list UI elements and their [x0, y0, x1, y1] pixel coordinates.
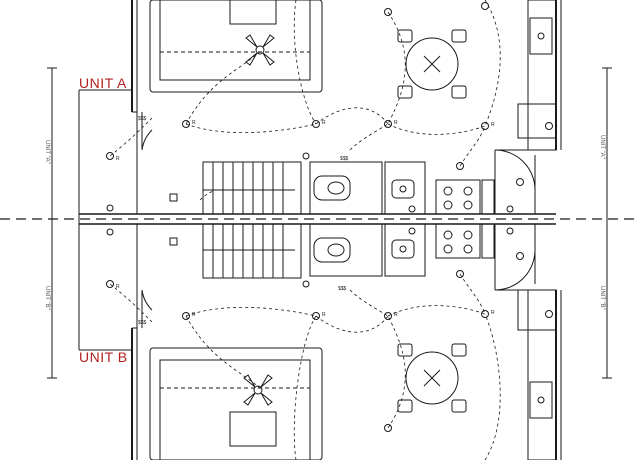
circuit-arcs-unit-b [109, 273, 501, 460]
svg-text:R: R [116, 156, 120, 162]
dim-label-right-top: UNIT "A" [599, 135, 605, 159]
kitchen-counter-unit-b [495, 289, 557, 460]
closet-unit-b [136, 224, 153, 328]
bath-unit-a [309, 161, 426, 215]
detectors [169, 193, 178, 246]
circuit-arcs-unit-a [109, 0, 501, 201]
svg-text:R: R [116, 284, 120, 290]
door-swing-unit-a [494, 149, 536, 214]
bath-unit-b [309, 223, 426, 277]
dining-table-unit-b [397, 343, 467, 413]
dim-label-right-bottom: UNIT "B" [599, 286, 605, 310]
svg-text:R: R [394, 312, 398, 318]
svg-text:$$$: $$$ [138, 116, 147, 122]
svg-text:R: R [192, 120, 196, 126]
dim-label-left-top: UNIT "A" [44, 140, 50, 164]
svg-text:R: R [491, 310, 495, 316]
unit-b-label: UNIT B [79, 349, 128, 365]
switch-symbols: $$$ $$$ $$$ $$$ R R R R R R R R R R [116, 116, 495, 326]
ceiling-fan-unit-b [243, 374, 273, 406]
svg-text:R: R [322, 312, 326, 318]
light-fixtures [106, 2, 553, 432]
exterior-wall-left [78, 0, 138, 460]
svg-text:R: R [491, 122, 495, 128]
dim-label-left-bottom: UNIT "B" [44, 286, 50, 310]
unit-a-label: UNIT A [79, 75, 127, 91]
sofa-unit-a [149, 0, 323, 93]
stair-unit-b [202, 223, 302, 279]
svg-text:R: R [394, 120, 398, 126]
range-unit-b [435, 223, 495, 259]
svg-text:$$$: $$$ [340, 156, 349, 162]
door-swing-unit-b [494, 224, 536, 291]
exterior-wall-right [555, 0, 562, 460]
stair-unit-a [202, 161, 302, 215]
svg-text:R: R [192, 312, 196, 318]
svg-text:R: R [322, 120, 326, 126]
kitchen-counter-unit-a [495, 0, 557, 151]
svg-text:$$$: $$$ [338, 286, 347, 292]
svg-text:$$$: $$$ [138, 320, 147, 326]
range-unit-a [435, 179, 495, 215]
closet-unit-a [136, 112, 153, 214]
sofa-unit-b [149, 347, 323, 460]
dining-table-unit-a [397, 29, 467, 99]
ceiling-fan-unit-a [245, 34, 275, 66]
